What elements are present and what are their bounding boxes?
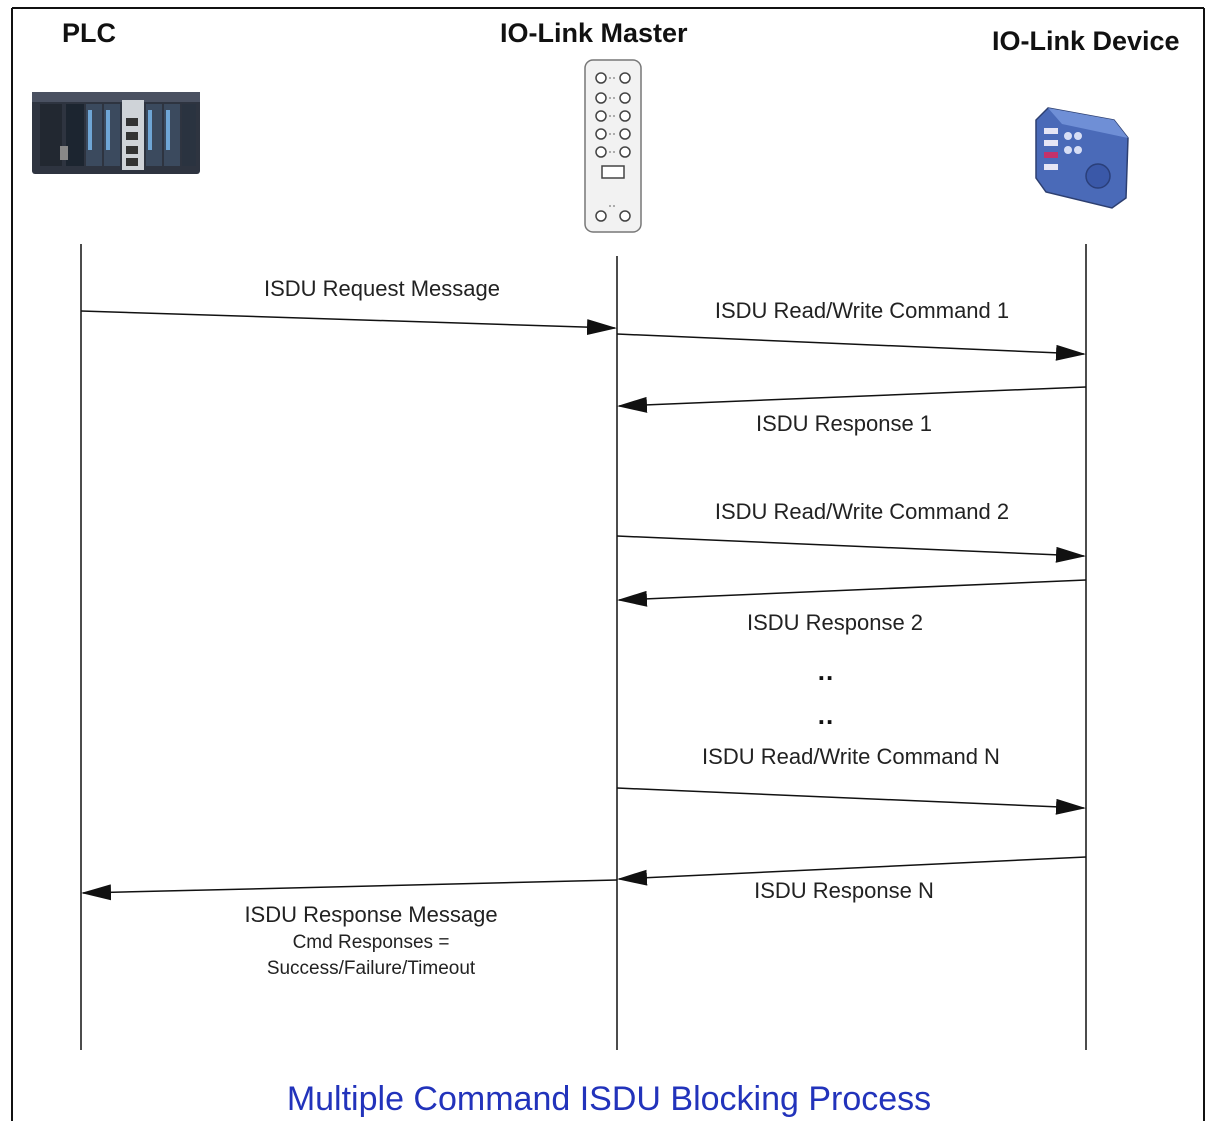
- io-link-device-icon: [1035, 107, 1129, 209]
- actor-master-title: IO-Link Master: [500, 18, 688, 48]
- label-resp2: ISDU Response 2: [746, 610, 924, 635]
- ellipsis-2: ..: [817, 700, 835, 730]
- label-cmd1: ISDU Read/Write Command 1: [714, 298, 1010, 323]
- diagram-caption: Multiple Command ISDU Blocking Process: [286, 1080, 932, 1118]
- label-respN: ISDU Response N: [754, 878, 934, 903]
- ellipsis-1: ..: [817, 656, 835, 686]
- label-response-message: ISDU Response Message: [244, 902, 498, 927]
- arrow-resp2: [617, 579, 1087, 607]
- io-link-master-icon: [584, 59, 642, 233]
- arrow-cmdN: [616, 787, 1086, 815]
- label-response-detail-2: Success/Failure/Timeout: [266, 958, 476, 979]
- label-request: ISDU Request Message: [264, 276, 500, 301]
- actor-device-title: IO-Link Device: [992, 26, 1180, 56]
- label-cmd2: ISDU Read/Write Command 2: [714, 499, 1010, 524]
- arrow-respN: [617, 856, 1087, 886]
- label-resp1: ISDU Response 1: [755, 411, 933, 436]
- arrow-resp1: [617, 386, 1087, 413]
- actor-plc-title: PLC: [62, 18, 116, 48]
- arrow-response-message: [81, 879, 618, 901]
- arrow-cmd2: [616, 535, 1086, 563]
- arrow-request: [80, 310, 617, 336]
- label-cmdN: ISDU Read/Write Command N: [702, 744, 1000, 769]
- arrow-cmd1: [616, 333, 1086, 361]
- label-response-detail-1: Cmd Responses =: [292, 932, 450, 953]
- plc-icon: [32, 92, 200, 174]
